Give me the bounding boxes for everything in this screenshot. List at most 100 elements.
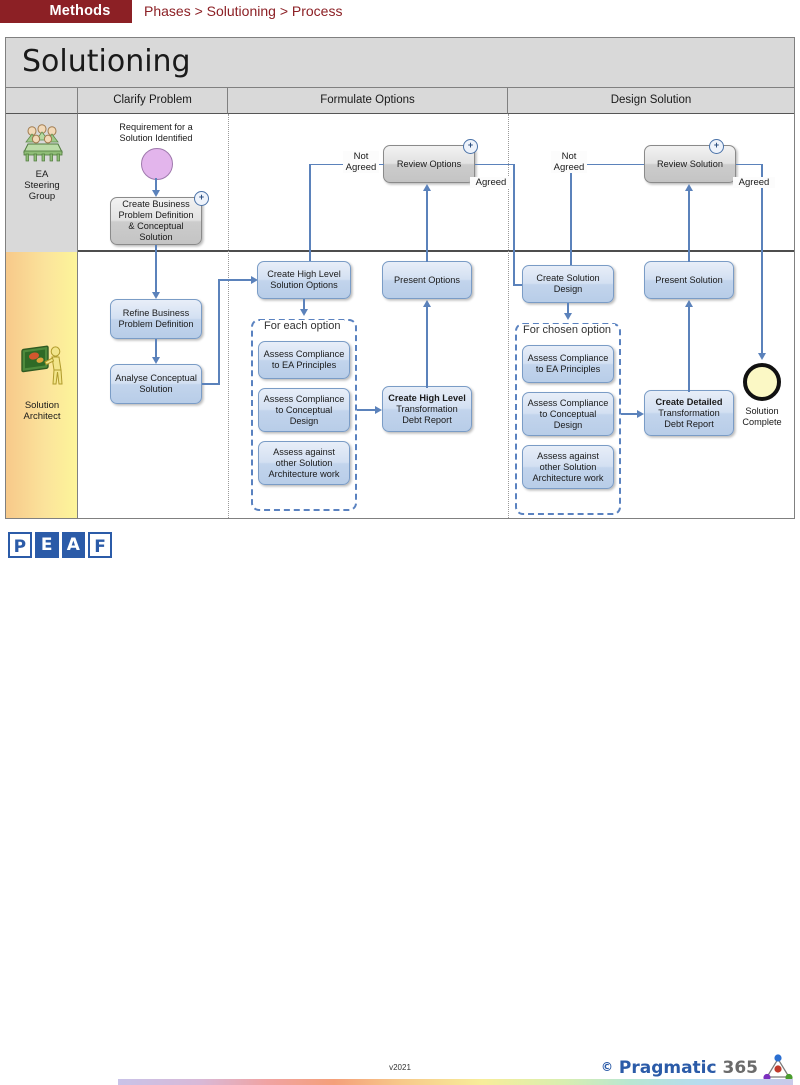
arrowhead: [299, 309, 308, 316]
phase-header-label: Clarify Problem: [113, 94, 192, 106]
start-event[interactable]: [141, 148, 173, 180]
connector: [513, 284, 528, 286]
brand-name: Pragmatic: [618, 1058, 717, 1078]
arrowhead: [422, 184, 431, 191]
node-label: Present Options: [394, 274, 460, 285]
phase-separator-2: [508, 114, 509, 518]
connector: [426, 190, 428, 262]
phase-header-design-solution: Design Solution: [508, 88, 794, 114]
expand-icon-review-solution[interactable]: +: [709, 139, 724, 154]
connector: [688, 306, 690, 392]
node-review-options[interactable]: Review Options: [383, 145, 475, 183]
connector: [475, 163, 515, 166]
lane-label-line1: EA: [35, 169, 49, 180]
node-label: Present Solution: [655, 274, 723, 285]
lane-label-solution-architect: Solution Architect: [6, 252, 78, 518]
expand-icon-review-options[interactable]: +: [463, 139, 478, 154]
connector: [309, 163, 311, 269]
connector: [761, 163, 763, 356]
node-present-solution[interactable]: Present Solution: [644, 261, 734, 299]
arrowhead: [422, 300, 431, 307]
process-diagram: Solutioning Clarify Problem Formulate Op…: [5, 37, 795, 519]
connector: [570, 163, 644, 166]
arrowhead: [563, 313, 572, 320]
phase-header-label: Design Solution: [610, 94, 692, 106]
connector: [426, 306, 428, 388]
phase-header-formulate-options: Formulate Options: [228, 88, 508, 114]
footer: P E A F v2021 © Pragmatic 365: [0, 519, 800, 1085]
phase-separator-1: [228, 114, 229, 518]
connector: [567, 303, 569, 315]
peaf-letter-e: E: [34, 532, 59, 558]
brand-number: 365: [722, 1058, 759, 1078]
connector: [155, 339, 157, 359]
peaf-letter-p: P: [8, 532, 32, 558]
node-create-business-problem-definition[interactable]: Create Business Problem Definition & Con…: [110, 197, 202, 245]
arrowhead: [684, 184, 693, 191]
expand-icon-create-business-problem-definition[interactable]: +: [194, 191, 209, 206]
section-tab[interactable]: [0, 0, 132, 23]
lane-label-line2: Architect: [23, 411, 61, 422]
connector: [202, 383, 220, 385]
person-at-whiteboard-icon: [21, 345, 63, 385]
breadcrumb-background: [132, 0, 800, 23]
people-at-table-icon: [23, 124, 63, 162]
start-event-label-line2: Solution Identified: [119, 133, 193, 143]
node-label: Review Options: [396, 158, 462, 169]
connector: [218, 279, 254, 281]
arrowhead: [637, 410, 644, 418]
arrowhead: [684, 300, 693, 307]
breadcrumb[interactable]: Phases > Solutioning > Process: [144, 3, 343, 19]
connector: [218, 279, 220, 384]
group-title-for-each-option: For each option: [260, 320, 345, 332]
rainbow-divider: [118, 1079, 793, 1085]
end-event[interactable]: [743, 363, 781, 401]
phase-header-clarify-problem: Clarify Problem: [78, 88, 228, 114]
connector: [155, 245, 157, 294]
arrowhead: [151, 190, 160, 197]
connector: [570, 163, 572, 269]
connector: [303, 299, 305, 311]
peaf-logo: P E A F: [8, 532, 112, 558]
lane-label-line1: Solution: [24, 400, 60, 411]
lane-label-line3: Group: [28, 191, 56, 202]
peaf-letter-a: A: [61, 532, 86, 558]
connector: [513, 163, 515, 286]
arrowhead: [375, 406, 382, 414]
node-present-options[interactable]: Present Options: [382, 261, 472, 299]
phase-header-corner: [6, 88, 78, 114]
start-event-label-line1: Requirement for a: [119, 122, 193, 132]
arrowhead: [251, 276, 258, 284]
edge-label-agreed-options: Agreed: [470, 177, 512, 188]
arrowhead: [151, 292, 160, 299]
lane-label-line2: Steering: [24, 180, 60, 191]
page-title: Solutioning: [22, 44, 191, 79]
node-label: Review Solution: [657, 158, 723, 169]
connector: [155, 178, 157, 192]
